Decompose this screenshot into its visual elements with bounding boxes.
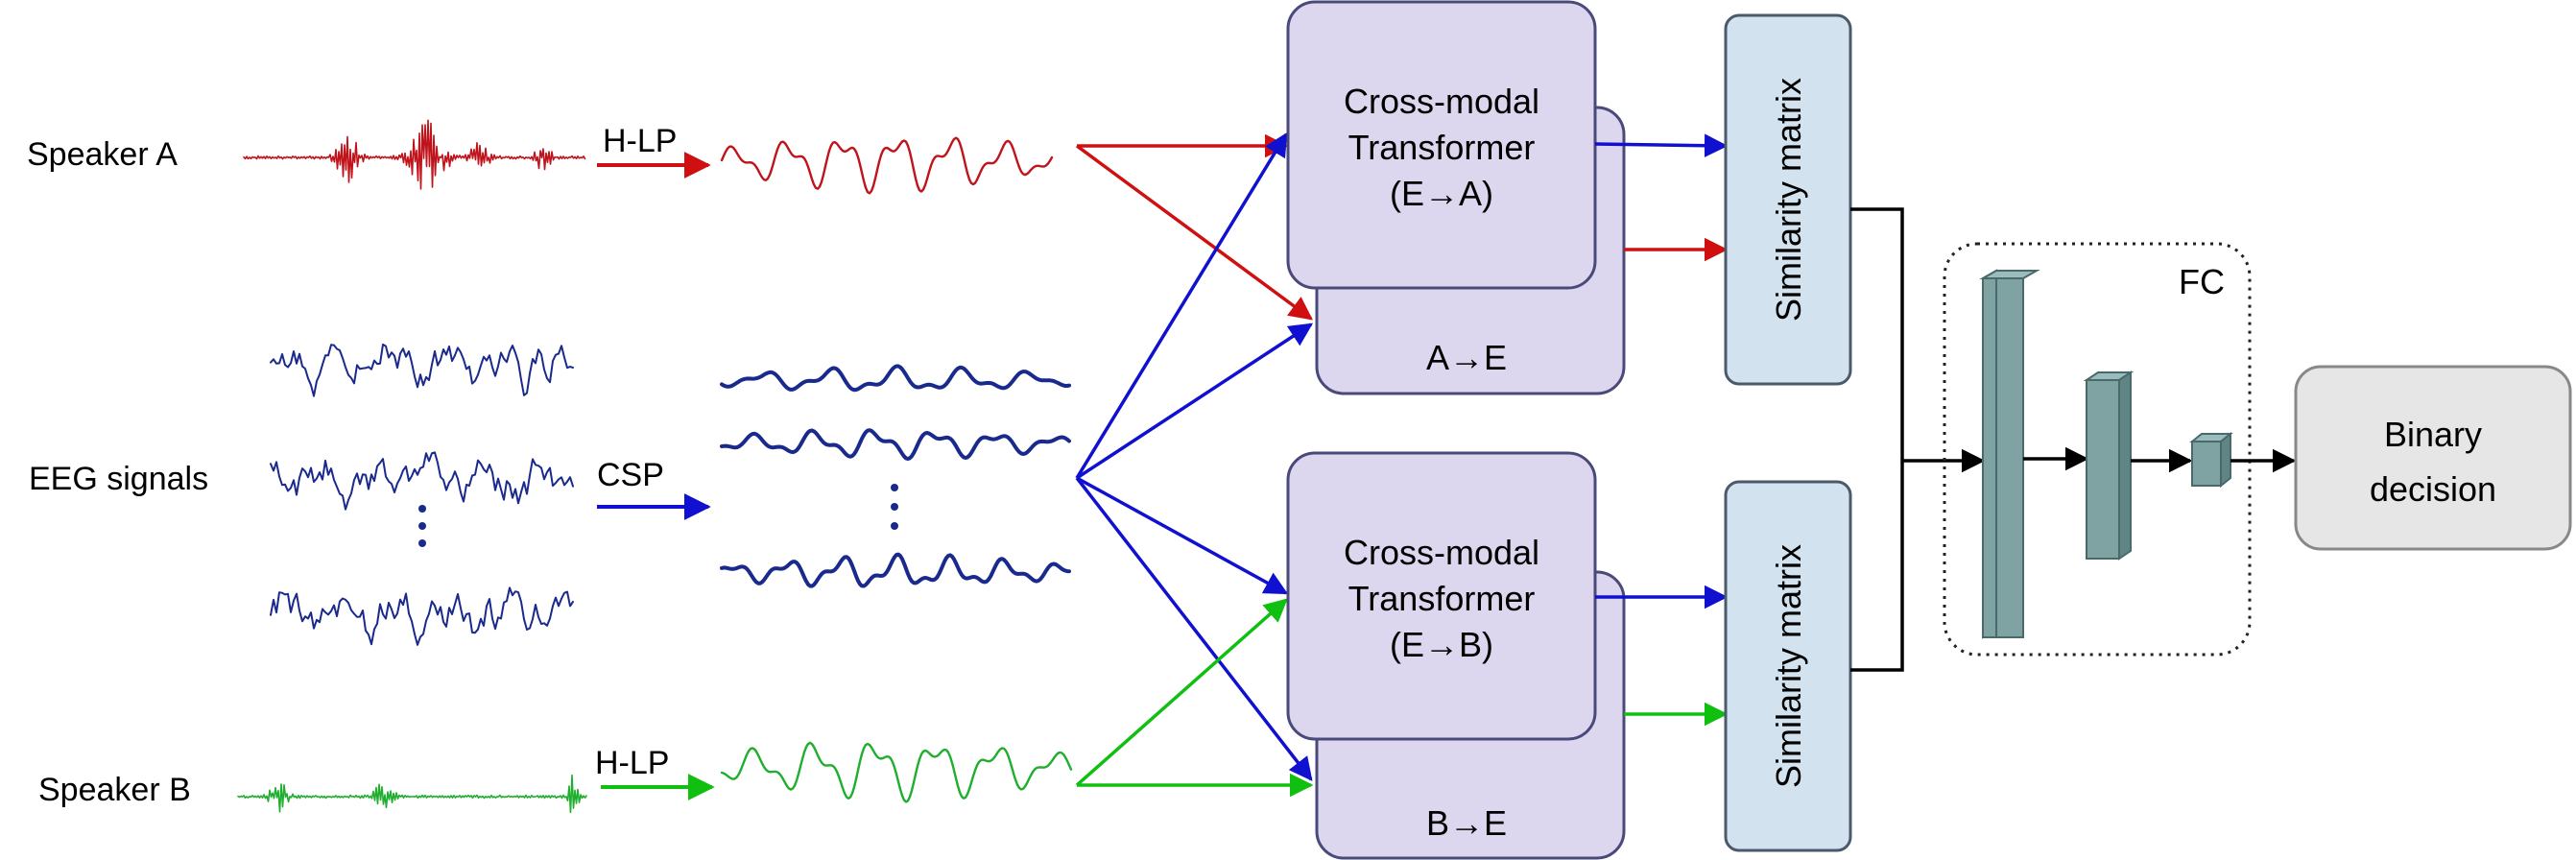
fc-layer-1	[1979, 269, 2040, 639]
speaker-b-label: Speaker B	[38, 772, 191, 808]
eeg-csp-component-3	[720, 552, 1071, 588]
transformer-a-group: A→E Cross-modal Transformer (E→A)	[1286, 0, 1626, 395]
hlp-b-label: H-LP	[595, 745, 669, 781]
speaker-a-filtered-waveform	[720, 136, 1054, 195]
similarity-merge-connector	[1850, 207, 1904, 672]
speaker-b-raw-waveform	[237, 774, 587, 814]
eeg-fanout	[1075, 131, 1314, 781]
transformer-a-title-line1: Cross-modal	[1344, 82, 1539, 121]
transformer-b-title-line1: Cross-modal	[1344, 533, 1539, 572]
transformer-a-title-line3: (E→A)	[1390, 174, 1493, 213]
transformer-a-title-line2: Transformer	[1348, 128, 1536, 167]
transformer-a-blue-out	[1594, 133, 1729, 157]
eeg-raw-channel-3	[270, 586, 574, 646]
fc-layer-3	[2189, 431, 2233, 489]
transformer-a-back-label: A→E	[1426, 338, 1507, 377]
fc-dotted-region	[1943, 242, 2252, 657]
binary-decision-block	[2294, 365, 2572, 551]
eeg-csp-ellipsis	[891, 484, 898, 530]
csp-label: CSP	[597, 457, 664, 493]
eeg-csp-component-1	[720, 364, 1071, 393]
speaker-a-label: Speaker A	[27, 136, 178, 173]
transformer-b-back-label: B→E	[1426, 803, 1507, 843]
similarity-matrix-b-label: Similarity matrix	[1769, 544, 1808, 788]
speaker-b-fanout	[1075, 598, 1314, 798]
eeg-raw-channel-2	[270, 451, 574, 511]
speaker-b-filtered-waveform	[720, 741, 1073, 803]
eeg-signals-label: EEG signals	[29, 461, 208, 497]
similarity-matrix-a-label: Similarity matrix	[1769, 78, 1808, 322]
hlp-a-label: H-LP	[603, 123, 677, 159]
similarity-matrix-a-block	[1724, 13, 1852, 386]
speaker-a-fanout	[1075, 133, 1313, 321]
eeg-raw-ellipsis	[418, 505, 426, 547]
binary-decision-line2: decision	[2370, 469, 2496, 509]
fc-layer-2	[2083, 370, 2135, 561]
similarity-matrix-b-block	[1724, 480, 1852, 852]
binary-decision-line1: Binary	[2384, 415, 2482, 454]
eeg-raw-channel-1	[270, 343, 574, 397]
fc-label: FC	[2179, 262, 2225, 301]
transformer-b-title-line3: (E→B)	[1390, 625, 1493, 664]
eeg-csp-component-2	[720, 428, 1071, 461]
transformer-b-group: B→E Cross-modal Transformer (E→B)	[1286, 451, 1626, 860]
transformer-b-title-line2: Transformer	[1348, 579, 1536, 618]
speaker-a-raw-waveform	[243, 119, 586, 190]
